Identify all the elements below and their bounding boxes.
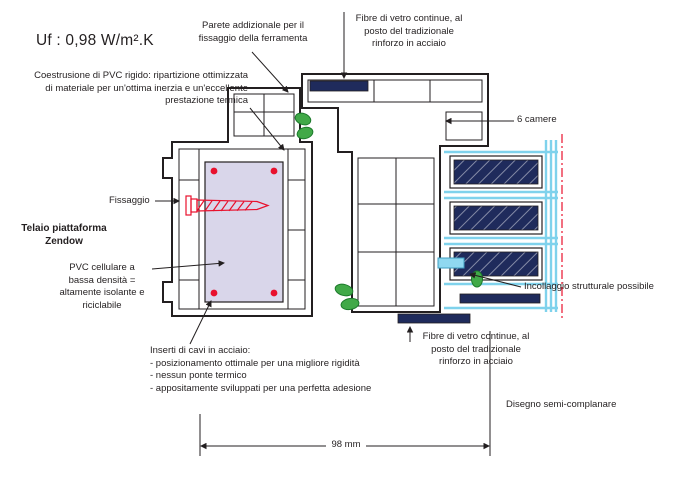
- glass-panes: [444, 140, 558, 312]
- cellular-pvc-label: PVC cellulare a bassa densità = altament…: [59, 262, 145, 311]
- additional-wall-label: Parete addizionale per il fissaggio dell…: [198, 20, 308, 44]
- glass-fiber-reinforcements: [309, 80, 541, 324]
- uf-value-label: Uf : 0,98 W/m².K: [36, 32, 154, 49]
- leader-coestrusione: [249, 107, 285, 151]
- frame-platform-label: Telaio piattaforma Zendow: [21, 223, 107, 248]
- steel-inserts-item: - appositamente sviluppati per una perfe…: [150, 382, 372, 394]
- fixing-label: Fissaggio: [109, 195, 150, 206]
- leader-pvc: [151, 260, 225, 270]
- semi-flush-design-label: Disegno semi-complanare: [506, 399, 617, 410]
- steel-inserts-item: - posizionamento ottimale per una miglio…: [150, 357, 360, 369]
- chambers-label: 6 camere: [517, 114, 557, 125]
- steel-inserts-item: - nessun ponte termico: [150, 370, 247, 382]
- structural-glue-label: Incollaggio strutturale possibile: [524, 281, 654, 292]
- leader-lines: [151, 12, 522, 345]
- steel-inserts-title: Inserti di cavi in acciaio:: [150, 345, 251, 356]
- structural-glue: [437, 257, 465, 269]
- glass-fiber-top-label: Fibre di vetro continue, al posto del tr…: [355, 13, 463, 50]
- steel-cable-inserts: [210, 167, 278, 297]
- foam-core: [204, 161, 284, 303]
- dimension-label: 98 mm: [331, 439, 361, 450]
- leader-incollaggio: [469, 272, 522, 288]
- steel-inserts-label: Inserti di cavi in acciaio: - posizionam…: [150, 345, 422, 395]
- frame-profile: [162, 87, 313, 317]
- leader-inserti: [189, 300, 212, 345]
- leader-parete: [251, 51, 289, 93]
- dimension-lines: [199, 331, 491, 456]
- coextrusion-label: Coestrusione di PVC rigido: ripartizione…: [34, 70, 248, 107]
- glazing-spacers: [449, 155, 543, 281]
- sash-profile: [301, 73, 489, 313]
- glass-fiber-bottom-label: Fibre di vetro continue, al posto del tr…: [422, 331, 530, 368]
- fixing-screw-icon: [185, 195, 270, 216]
